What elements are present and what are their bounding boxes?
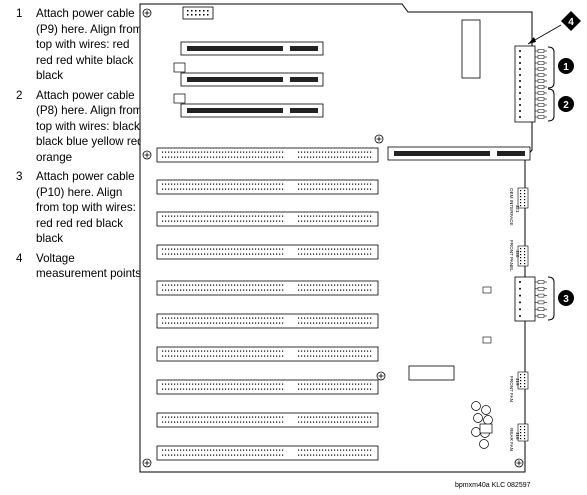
long-slots xyxy=(156,147,379,461)
capacitor xyxy=(479,439,489,449)
long-slot xyxy=(156,412,379,428)
figure-caption: bpmxm40a KLC 082597 xyxy=(455,482,531,489)
right-slot xyxy=(387,146,531,161)
j19-label: J19 xyxy=(515,378,520,386)
legend-number: 4 xyxy=(16,251,23,265)
long-slot xyxy=(156,280,379,296)
legend-text: Attach power cable (P10) here. Align fro… xyxy=(36,170,136,245)
callout-3-number: 3 xyxy=(563,294,569,305)
legend-item-1: 1 Attach power cable (P9) here. Align fr… xyxy=(6,6,146,84)
capacitor xyxy=(481,405,491,415)
callout-1-marker xyxy=(558,58,574,74)
power-connector xyxy=(514,276,547,322)
power-connectors xyxy=(514,45,547,322)
j20-label: J20 xyxy=(515,250,520,258)
short-slots xyxy=(180,41,531,161)
callouts: 4 1 2 3 xyxy=(527,11,581,321)
callout-4-arrowhead xyxy=(528,37,536,44)
j19-header xyxy=(517,371,529,390)
mounting-hole xyxy=(374,134,384,144)
mounting-holes xyxy=(142,8,524,468)
small-part xyxy=(482,286,492,294)
callout-1-number: 1 xyxy=(563,62,569,73)
small-part xyxy=(173,62,186,73)
callout-4-number: 4 xyxy=(568,17,574,28)
capacitor xyxy=(483,415,493,425)
capacitor xyxy=(471,427,481,437)
long-slot xyxy=(156,445,379,461)
mounting-hole xyxy=(142,458,152,468)
long-slot xyxy=(156,313,379,329)
long-slot xyxy=(156,179,379,195)
callout-2-number: 2 xyxy=(563,100,569,111)
j21-label: J21 xyxy=(515,205,520,213)
power-connector xyxy=(514,45,547,123)
small-part xyxy=(173,93,186,104)
top-header xyxy=(182,6,214,20)
legend-item-2: 2 Attach power cable (P8) here. Align fr… xyxy=(6,88,146,166)
long-slot xyxy=(156,346,379,362)
legend-item-3: 3 Attach power cable (P10) here. Align f… xyxy=(6,169,146,247)
mounting-hole xyxy=(142,150,152,160)
legend-text: Attach power cable (P9) here. Align from… xyxy=(36,7,143,82)
legend-number: 3 xyxy=(16,170,23,183)
legend: 1 Attach power cable (P9) here. Align fr… xyxy=(6,6,146,286)
callout-3-marker xyxy=(558,290,574,306)
small-part xyxy=(482,336,492,344)
small-part xyxy=(479,423,493,434)
legend-number: 1 xyxy=(16,7,23,20)
j19-name: FRONT FAN xyxy=(509,376,514,402)
j20-name: FRONT PANEL xyxy=(509,240,514,272)
j16-header xyxy=(517,423,529,442)
j16-label: J16 xyxy=(515,432,520,440)
legend-text: Attach power cable (P8) here. Align from… xyxy=(36,88,144,164)
callout-4-marker xyxy=(561,11,581,31)
bracket-1 xyxy=(547,46,555,89)
legend-text: Voltage measurement points xyxy=(36,251,142,281)
board-components xyxy=(173,6,529,449)
long-slot xyxy=(156,211,379,227)
legend-item-4: 4 Voltage measurement points xyxy=(6,251,146,282)
mounting-hole xyxy=(142,8,152,18)
capacitor xyxy=(473,413,483,423)
j21-header xyxy=(517,187,529,209)
side-labels: J21 OEM INTERFACE J20 FRONT PANEL J19 FR… xyxy=(509,188,520,451)
j20-header xyxy=(517,245,529,267)
short-slot xyxy=(180,72,324,87)
legend-number: 2 xyxy=(16,88,23,102)
callout-2-marker xyxy=(558,96,574,112)
j16-name: REAR FAN xyxy=(509,428,514,451)
mounting-hole xyxy=(376,371,386,381)
long-slot xyxy=(156,244,379,260)
long-slot xyxy=(156,147,379,163)
mounting-hole xyxy=(514,458,524,468)
bracket-3 xyxy=(547,276,555,321)
bracket-2 xyxy=(547,88,555,122)
vertical-module xyxy=(461,19,481,79)
j21-name: OEM INTERFACE xyxy=(509,188,514,226)
capacitor xyxy=(471,401,481,411)
chip xyxy=(408,365,455,381)
short-slot xyxy=(180,103,324,118)
short-slot xyxy=(180,41,324,56)
long-slot xyxy=(156,379,379,395)
